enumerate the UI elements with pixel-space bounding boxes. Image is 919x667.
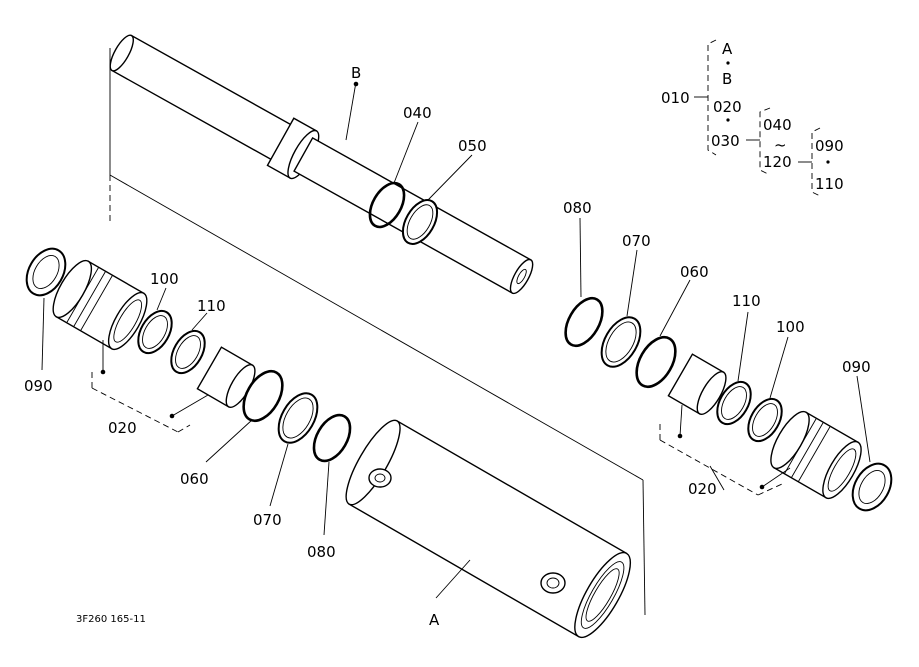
left-dust-seal-ring xyxy=(25,247,67,297)
callout-A: A xyxy=(429,611,440,629)
legend-110: 110 xyxy=(815,175,844,193)
right-ring-100 xyxy=(747,397,783,443)
rod-ring-050 xyxy=(401,199,439,245)
left-dust-seal-inner xyxy=(32,255,60,289)
callout-110-right: 110 xyxy=(732,292,761,310)
legend-020: 020 xyxy=(713,98,742,116)
right-ring-110-inner xyxy=(721,386,747,420)
left-ring-100-inner xyxy=(142,315,168,349)
callout-040: 040 xyxy=(403,104,432,122)
group-bracket-right xyxy=(659,424,783,496)
callout-050: 050 xyxy=(458,137,487,155)
callout-060-left: 060 xyxy=(180,470,209,488)
left-oring-080 xyxy=(312,413,352,463)
callout-100-left: 100 xyxy=(150,270,179,288)
rod-oring-040 xyxy=(368,181,406,229)
left-ring-110-inner xyxy=(175,335,201,369)
callout-090-right: 090 xyxy=(842,358,871,376)
right-ring-100-inner xyxy=(752,403,778,437)
callout-B: B xyxy=(351,64,361,82)
left-ring-100 xyxy=(137,309,173,355)
legend-040: 040 xyxy=(763,116,792,134)
callout-080-right: 080 xyxy=(563,199,592,217)
callout-070-right: 070 xyxy=(622,232,651,250)
left-bushing xyxy=(196,346,256,408)
right-oring-060 xyxy=(635,335,677,389)
callout-100-right: 100 xyxy=(776,318,805,336)
right-bushing xyxy=(667,353,727,415)
left-gland xyxy=(52,259,148,351)
reference-code: 3F260 165-11 xyxy=(76,614,146,625)
callout-070-left: 070 xyxy=(253,511,282,529)
callout-060-right: 060 xyxy=(680,263,709,281)
legend-120: 120 xyxy=(763,153,792,171)
leader-lines xyxy=(41,81,871,599)
callout-110-left: 110 xyxy=(197,297,226,315)
right-dust-seal-inner xyxy=(858,470,886,504)
left-ring-070-inner xyxy=(282,397,314,439)
group-bracket-left xyxy=(91,372,191,433)
legend-tilde: ~ xyxy=(774,136,787,154)
callout-020-left: 020 xyxy=(108,419,137,437)
right-ring-110 xyxy=(716,380,752,426)
legend-A: A xyxy=(722,40,733,58)
callout-labels: B 040 050 080 070 060 110 100 090 100 11… xyxy=(24,64,871,629)
callout-080-left: 080 xyxy=(307,543,336,561)
right-dust-seal-ring xyxy=(851,462,893,512)
left-oring-060 xyxy=(242,369,284,423)
cylinder-tube xyxy=(345,419,631,639)
right-ring-070-inner xyxy=(605,321,637,363)
tube-ports xyxy=(368,468,566,594)
legend-B: B xyxy=(722,70,732,88)
left-ring-070 xyxy=(277,392,319,444)
assembly-legend: 010 A B 020 030 040 ~ 120 090 110 xyxy=(661,39,844,197)
right-ring-070 xyxy=(600,316,642,368)
left-ring-110 xyxy=(170,329,206,375)
piston-rod xyxy=(109,34,534,295)
callout-090-left: 090 xyxy=(24,377,53,395)
right-oring-080 xyxy=(564,296,604,348)
legend-090: 090 xyxy=(815,137,844,155)
assembly-outline xyxy=(109,48,646,616)
right-gland xyxy=(770,410,862,500)
rod-ring-050-inner xyxy=(406,204,434,240)
legend-030: 030 xyxy=(711,132,740,150)
legend-010: 010 xyxy=(661,89,690,107)
callout-020-right: 020 xyxy=(688,480,717,498)
